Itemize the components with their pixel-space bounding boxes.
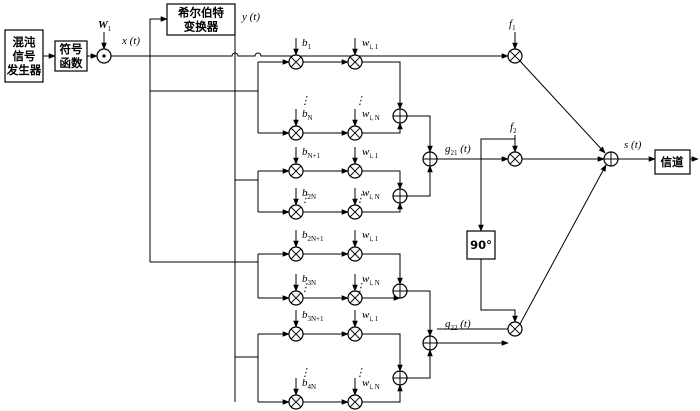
multiplier-cross xyxy=(349,396,361,408)
w-label-6: wi, N xyxy=(362,273,380,287)
g21-label: g21 (t) xyxy=(445,143,471,157)
b-label-1: b1 xyxy=(302,37,312,51)
wire-x-main xyxy=(111,52,509,59)
multiplier-cross xyxy=(290,248,302,260)
wire-g22-to-sum xyxy=(519,164,607,325)
vertical-dots: ⋮ xyxy=(300,282,311,294)
b-label-6: b3N xyxy=(302,273,316,287)
multiplier-cross xyxy=(349,56,361,68)
multiplier-cross xyxy=(349,127,361,139)
f2-label: f2 xyxy=(510,121,517,135)
wire-phase-to-mult xyxy=(480,259,518,323)
chaos-generator-block xyxy=(4,29,44,83)
multiplier-cross xyxy=(290,206,302,218)
sign-function-block xyxy=(54,40,88,72)
g22-label: g22 (t) xyxy=(445,318,471,332)
wire-to-adder xyxy=(362,384,403,403)
multiplier-cross xyxy=(290,56,302,68)
w-label-2: wi, N xyxy=(362,108,380,122)
x-label: x (t) xyxy=(121,35,140,47)
multiplier-cross xyxy=(290,396,302,408)
chaos-generator-label: 发生器 xyxy=(6,63,42,77)
s-label: s (t) xyxy=(624,139,642,151)
vertical-dots: ⋮ xyxy=(355,95,366,107)
w-label-5: wi, 1 xyxy=(362,229,379,243)
wire-adder2-to-g21 xyxy=(407,165,433,197)
chaos-generator-label: 信号 xyxy=(13,49,36,63)
b-label-7: b3N+1 xyxy=(302,309,324,323)
wire-adder1-to-g21 xyxy=(407,115,433,153)
w1-multiplier-dot xyxy=(102,54,106,58)
vertical-dots: ⋮ xyxy=(355,367,366,379)
wire-f1-to-sum xyxy=(519,60,606,154)
w-label-3: wi, 1 xyxy=(362,146,379,160)
wire-x-to-hilbert xyxy=(149,16,168,56)
vertical-dots: ⋮ xyxy=(300,193,311,205)
b-label-4: b2N xyxy=(302,187,316,201)
phase-shift-90-block xyxy=(466,230,496,260)
vertical-dots: ⋮ xyxy=(355,193,366,205)
multiplier-cross xyxy=(349,206,361,218)
wire-to-adder xyxy=(362,122,403,134)
multiplier-cross xyxy=(349,165,361,177)
hilbert-transformer-block xyxy=(166,3,236,36)
w-label-1: wi, 1 xyxy=(362,37,379,51)
b-label-8: b4N xyxy=(302,377,316,391)
b-label-3: bN+1 xyxy=(302,146,321,160)
vertical-dots: ⋮ xyxy=(355,282,366,294)
multiplier-cross xyxy=(509,153,521,165)
wire-to-adder xyxy=(362,61,403,110)
multiplier-cross xyxy=(290,127,302,139)
vertical-dots: ⋮ xyxy=(300,95,311,107)
wire-adder4-to-g22 xyxy=(407,349,433,379)
wire-adder3-to-g22 xyxy=(407,290,433,337)
multiplier-cross xyxy=(290,292,302,304)
multiplier-cross xyxy=(349,248,361,260)
channel-block xyxy=(654,149,691,175)
wire-to-adder xyxy=(362,202,403,213)
sign-function-label: 符号 xyxy=(60,42,83,56)
wire-to-adder xyxy=(362,253,403,285)
hilbert-transformer-label: 变换器 xyxy=(184,20,219,34)
wire-to-adder xyxy=(362,170,403,190)
w1-label: W1 xyxy=(98,19,112,33)
chaos-generator-label: 混沌 xyxy=(13,35,36,49)
channel-label: 信道 xyxy=(661,155,684,169)
multiplier-cross xyxy=(349,292,361,304)
y-label: y (t) xyxy=(241,11,260,23)
multiplier-cross xyxy=(509,50,521,62)
vertical-dots: ⋮ xyxy=(300,367,311,379)
multiplier-cross xyxy=(349,328,361,340)
wire-to-adder xyxy=(362,333,403,372)
w-label-8: wi, N xyxy=(362,377,380,391)
w-label-4: wi, N xyxy=(362,187,380,201)
phase-shift-label: 90° xyxy=(470,238,492,252)
wire-carrier-to-phase xyxy=(478,138,516,232)
b-label-2: bN xyxy=(302,108,313,122)
hilbert-transformer-label: 希尔伯特 xyxy=(177,6,224,20)
sign-function-label: 函数 xyxy=(60,56,83,70)
multiplier-cross xyxy=(290,328,302,340)
w-label-7: wi, 1 xyxy=(362,309,379,323)
multiplier-cross xyxy=(509,323,521,335)
f1-label: f1 xyxy=(509,18,516,32)
multiplier-cross xyxy=(290,165,302,177)
b-label-5: b2N+1 xyxy=(302,229,324,243)
